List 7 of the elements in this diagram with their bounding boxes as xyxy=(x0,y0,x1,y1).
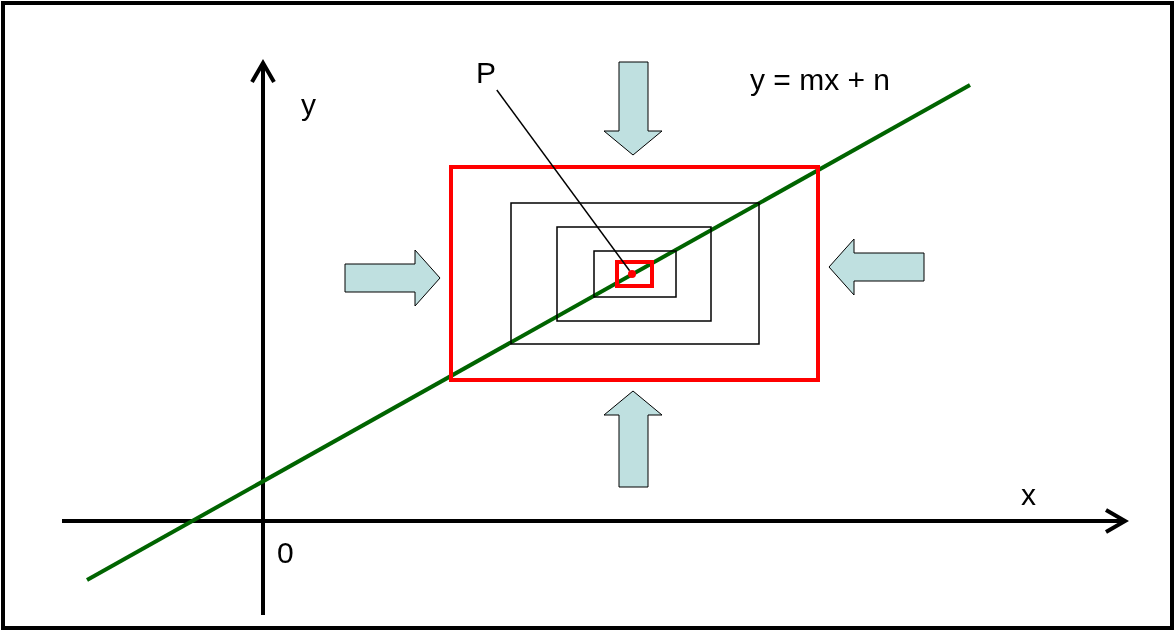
axis-label: x xyxy=(1021,478,1036,512)
line-equation: y = mx + n xyxy=(750,63,891,97)
axis-label: y xyxy=(301,88,316,122)
leader-line xyxy=(496,89,631,272)
point-label: P xyxy=(476,56,496,90)
origin-label: 0 xyxy=(277,536,294,570)
point-dot xyxy=(628,270,636,278)
